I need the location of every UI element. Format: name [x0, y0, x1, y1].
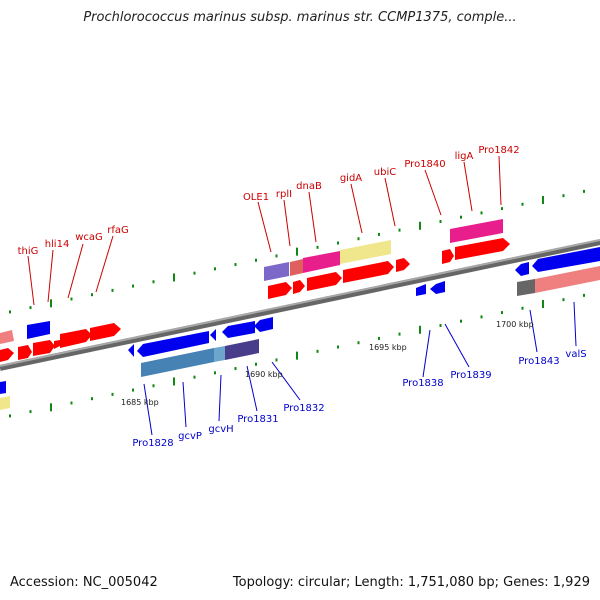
scale-label: 1690 kbp — [245, 370, 283, 379]
gene-feature[interactable] — [60, 329, 92, 348]
gene-feature[interactable] — [442, 249, 454, 264]
forward-gene-labels: thiG hli14 wcaG rfaG OLE1 rplI dnaB gidA… — [18, 145, 520, 257]
gene-feature[interactable] — [264, 262, 289, 281]
gene-feature[interactable] — [455, 238, 510, 260]
gene-feature[interactable] — [137, 331, 209, 357]
gene-feature[interactable] — [18, 345, 32, 360]
reverse-gene-track — [0, 247, 600, 410]
gene-label-Pro1843[interactable]: Pro1843 — [518, 356, 559, 367]
gene-feature[interactable] — [210, 329, 216, 341]
gene-feature[interactable] — [214, 346, 225, 362]
gene-label-wcaG[interactable]: wcaG — [75, 232, 103, 243]
gene-feature[interactable] — [515, 262, 529, 276]
gene-feature[interactable] — [33, 340, 55, 356]
topology-label: Topology: circular; Length: 1,751,080 bp… — [232, 575, 590, 590]
scale-labels: 1685 kbp 1690 kbp 1695 kbp 1700 kbp — [121, 320, 534, 407]
gene-label-Pro1832[interactable]: Pro1832 — [283, 403, 324, 414]
gene-label-dnaB[interactable]: dnaB — [296, 181, 322, 192]
gene-label-ubiC[interactable]: ubiC — [374, 167, 396, 178]
gene-feature[interactable] — [128, 344, 134, 357]
gene-label-ligA[interactable]: ligA — [455, 151, 474, 162]
backbone — [0, 239, 600, 371]
gene-feature[interactable] — [268, 282, 292, 299]
gene-feature[interactable] — [254, 317, 273, 332]
gene-label-Pro1838[interactable]: Pro1838 — [402, 378, 443, 389]
gene-feature[interactable] — [340, 240, 391, 264]
gene-label-OLE1[interactable]: OLE1 — [243, 192, 269, 203]
gene-feature[interactable] — [535, 266, 600, 293]
map-title: Prochlorococcus marinus subsp. marinus s… — [83, 10, 517, 25]
gene-label-rfaG[interactable]: rfaG — [107, 225, 129, 236]
gene-feature[interactable] — [532, 247, 600, 272]
scale-label: 1685 kbp — [121, 398, 159, 407]
accession-label: Accession: NC_005042 — [10, 575, 158, 590]
scale-label: 1700 kbp — [496, 320, 534, 329]
gene-label-gcvP[interactable]: gcvP — [178, 431, 202, 442]
gene-feature[interactable] — [0, 396, 10, 410]
gene-label-thiG[interactable]: thiG — [18, 246, 39, 257]
gene-label-gcvH[interactable]: gcvH — [208, 424, 233, 435]
gene-feature[interactable] — [307, 272, 342, 291]
gene-feature[interactable] — [396, 258, 410, 272]
gene-feature[interactable] — [0, 348, 14, 362]
gene-feature[interactable] — [0, 330, 14, 344]
gene-feature[interactable] — [293, 280, 305, 294]
gene-feature[interactable] — [430, 281, 445, 294]
gene-label-Pro1839[interactable]: Pro1839 — [450, 370, 491, 381]
gene-label-Pro1828[interactable]: Pro1828 — [132, 438, 173, 449]
gene-feature[interactable] — [90, 323, 121, 341]
gene-feature[interactable] — [141, 348, 214, 377]
gene-feature[interactable] — [303, 251, 340, 273]
gene-label-Pro1842[interactable]: Pro1842 — [478, 145, 519, 156]
gene-feature[interactable] — [416, 284, 426, 296]
gene-feature[interactable] — [0, 381, 6, 394]
gene-label-valS[interactable]: valS — [565, 349, 586, 360]
gene-label-Pro1840[interactable]: Pro1840 — [404, 159, 445, 170]
gene-feature[interactable] — [225, 339, 259, 360]
gene-label-hli14[interactable]: hli14 — [45, 239, 70, 250]
scale-label: 1695 kbp — [369, 343, 407, 352]
gene-feature[interactable] — [517, 279, 535, 296]
reverse-gene-labels: Pro1828 gcvP gcvH Pro1831 Pro1832 Pro183… — [132, 349, 586, 449]
gene-feature[interactable] — [290, 259, 303, 276]
gene-feature[interactable] — [343, 261, 394, 283]
gene-label-Pro1831[interactable]: Pro1831 — [237, 414, 278, 425]
gene-feature[interactable] — [222, 321, 255, 338]
gene-label-rplI[interactable]: rplI — [276, 189, 292, 200]
label-leader-lines — [27, 155, 577, 436]
gene-label-gidA[interactable]: gidA — [340, 173, 362, 184]
gene-feature[interactable] — [450, 219, 503, 243]
tick-marks — [9, 189, 585, 418]
forward-gene-track — [0, 219, 510, 362]
gene-feature[interactable] — [27, 321, 50, 339]
